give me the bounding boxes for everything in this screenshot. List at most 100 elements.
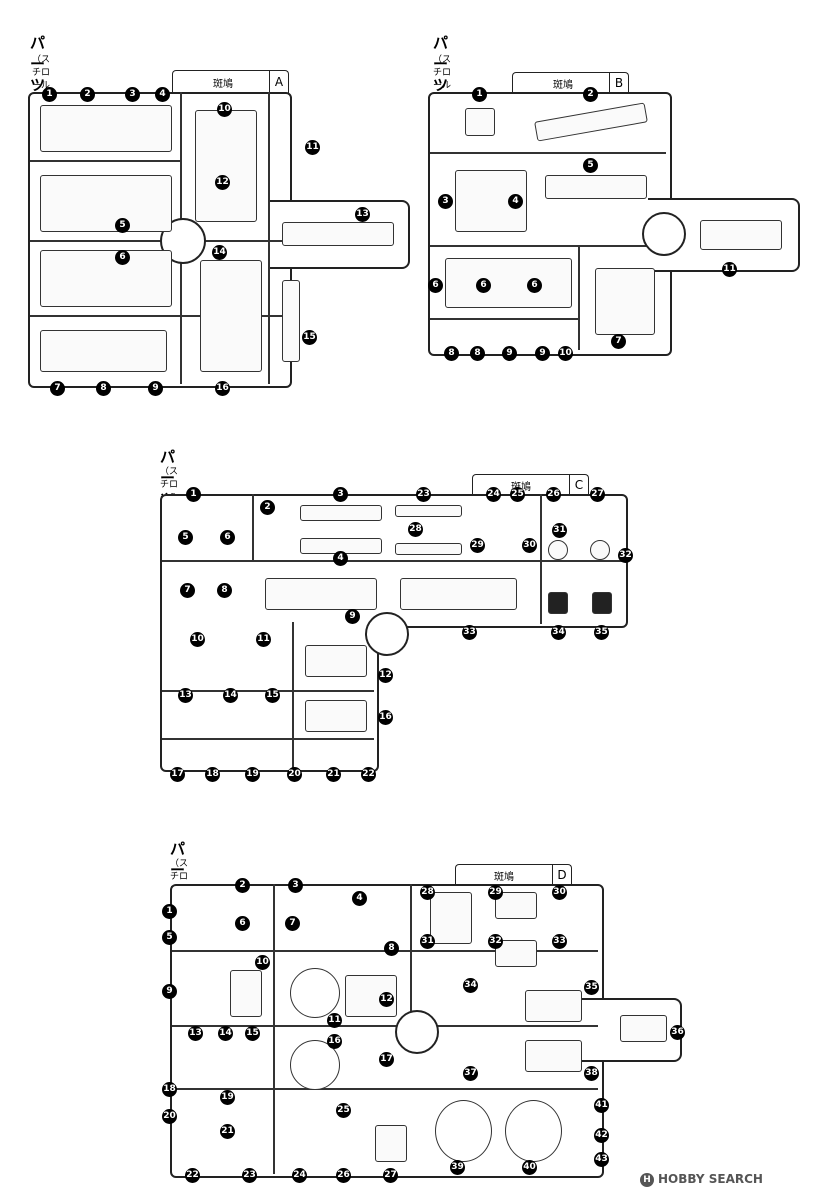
part-number: 6 — [235, 916, 250, 931]
part-number: 11 — [327, 1013, 342, 1028]
part-number: 36 — [670, 1025, 685, 1040]
part-number: 15 — [245, 1026, 260, 1041]
part-number: 1 — [472, 87, 487, 102]
part-number: 26 — [336, 1168, 351, 1183]
part-number: 10 — [217, 102, 232, 117]
part-number: 18 — [205, 767, 220, 782]
part-number: 29 — [488, 885, 503, 900]
part-number: 11 — [305, 140, 320, 155]
part-number: 25 — [510, 487, 525, 502]
part-number: 22 — [185, 1168, 200, 1183]
part-block — [592, 592, 612, 614]
part-number: 1 — [42, 87, 57, 102]
part-number: 14 — [218, 1026, 233, 1041]
part-number: 27 — [383, 1168, 398, 1183]
part-number: 11 — [722, 262, 737, 277]
part-number: 27 — [590, 487, 605, 502]
part-block — [700, 220, 782, 250]
sheet-b-hub — [642, 212, 686, 256]
sheet-a-tab-letter: A — [269, 71, 288, 93]
part-number: 21 — [220, 1124, 235, 1139]
runner-gate — [30, 315, 288, 317]
part-block — [40, 330, 167, 372]
part-number: 7 — [50, 381, 65, 396]
part-block — [445, 258, 572, 308]
part-block — [305, 645, 367, 677]
part-block — [430, 892, 472, 944]
part-block — [395, 543, 462, 555]
sheet-d-tab-letter: D — [552, 865, 571, 885]
part-number: 6 — [428, 278, 443, 293]
part-number: 15 — [302, 330, 317, 345]
sheet-d-hub — [395, 1010, 439, 1054]
part-block — [265, 578, 377, 610]
part-number: 2 — [260, 500, 275, 515]
part-number: 16 — [215, 381, 230, 396]
part-number: 4 — [333, 551, 348, 566]
part-number: 3 — [438, 194, 453, 209]
runner-gate — [30, 160, 180, 162]
part-number: 7 — [180, 583, 195, 598]
hobby-search-logo-icon: H — [640, 1172, 654, 1187]
part-block — [305, 700, 367, 732]
part-number: 22 — [361, 767, 376, 782]
part-block — [230, 970, 262, 1017]
part-number: 24 — [486, 487, 501, 502]
part-number: 2 — [235, 878, 250, 893]
part-number: 13 — [355, 207, 370, 222]
runner-gate — [162, 560, 622, 562]
runner-gate — [430, 318, 580, 320]
part-number: 8 — [217, 583, 232, 598]
part-number: 8 — [444, 346, 459, 361]
part-number: 6 — [220, 530, 235, 545]
part-number: 16 — [378, 710, 393, 725]
part-block — [505, 1100, 562, 1162]
part-number: 40 — [522, 1160, 537, 1175]
part-number: 39 — [450, 1160, 465, 1175]
sheet-b-tab-letter: B — [609, 73, 628, 93]
part-number: 7 — [285, 916, 300, 931]
part-number: 29 — [470, 538, 485, 553]
sheet-a-tab-name: 斑鳩 — [213, 79, 233, 90]
part-number: 8 — [384, 941, 399, 956]
part-number: 12 — [379, 992, 394, 1007]
part-number: 35 — [594, 625, 609, 640]
part-number: 12 — [215, 175, 230, 190]
part-number: 30 — [522, 538, 537, 553]
part-number: 32 — [488, 934, 503, 949]
part-number: 41 — [594, 1098, 609, 1113]
part-number: 6 — [476, 278, 491, 293]
part-number: 5 — [115, 218, 130, 233]
part-number: 43 — [594, 1152, 609, 1167]
part-block — [290, 968, 340, 1018]
part-number: 18 — [162, 1082, 177, 1097]
part-number: 37 — [463, 1066, 478, 1081]
sheet-c-tab-letter: C — [569, 475, 588, 495]
part-block — [200, 260, 262, 372]
part-number: 16 — [327, 1034, 342, 1049]
part-block — [590, 540, 610, 560]
part-number: 21 — [326, 767, 341, 782]
runner-gate — [430, 152, 666, 154]
runner-gate — [252, 494, 254, 560]
part-number: 32 — [618, 548, 633, 563]
part-number: 4 — [155, 87, 170, 102]
part-number: 4 — [508, 194, 523, 209]
part-block — [525, 990, 582, 1022]
part-number: 17 — [170, 767, 185, 782]
part-number: 9 — [345, 609, 360, 624]
part-number: 9 — [148, 381, 163, 396]
part-number: 34 — [463, 978, 478, 993]
part-number: 8 — [470, 346, 485, 361]
part-number: 5 — [162, 930, 177, 945]
part-block — [548, 540, 568, 560]
runner-gate — [540, 494, 542, 624]
part-block — [595, 268, 655, 335]
part-number: 14 — [212, 245, 227, 260]
part-number: 38 — [584, 1066, 599, 1081]
part-number: 25 — [336, 1103, 351, 1118]
sheet-a-tab: 斑鳩 A — [172, 70, 289, 93]
runner-gate — [172, 1088, 598, 1090]
sheet-b-tab: 斑鳩 B — [512, 72, 629, 93]
